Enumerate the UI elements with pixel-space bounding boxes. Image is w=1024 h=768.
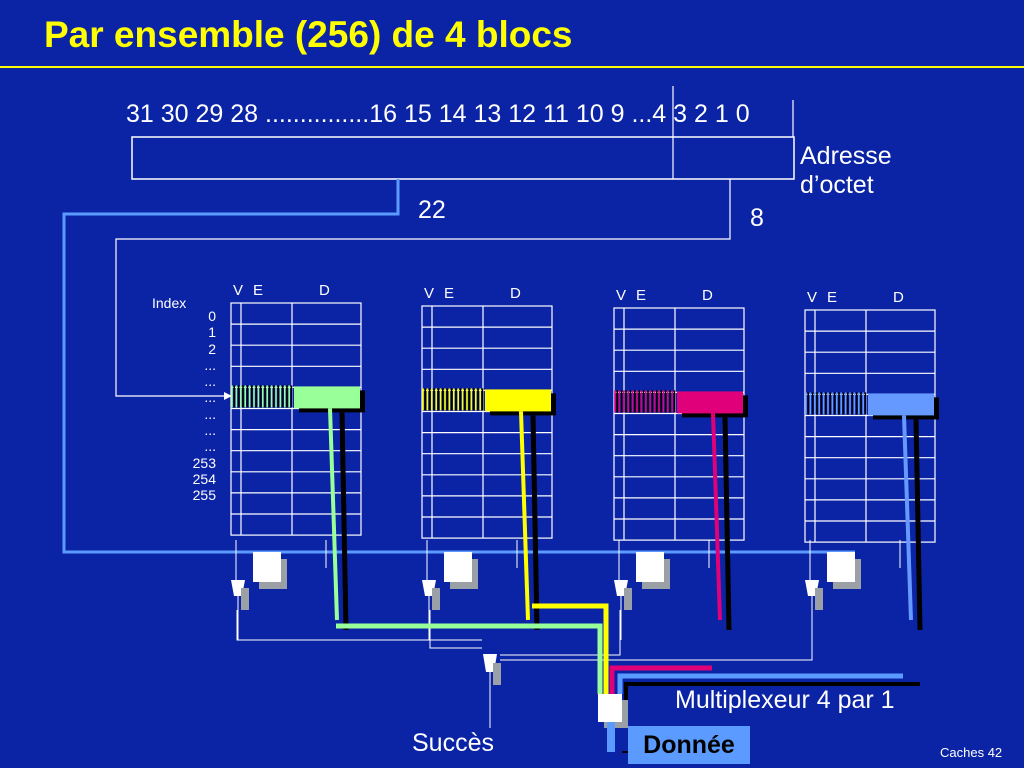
way-table <box>230 302 362 536</box>
way-table <box>613 307 745 541</box>
index-row-label: ... <box>204 389 216 406</box>
data-path-black <box>530 415 540 631</box>
multiplexer-label: Multiplexeur 4 par 1 <box>675 686 895 714</box>
title-underline <box>0 66 1024 68</box>
index-row-label: ... <box>204 373 216 390</box>
data-output-box: Donnée <box>628 726 750 764</box>
selected-data-block <box>677 391 743 414</box>
cache-way <box>230 302 365 640</box>
way-col-header-v: V <box>616 287 627 304</box>
way-table <box>421 305 553 539</box>
tag-line <box>62 179 855 554</box>
hit-label: Succès <box>412 729 494 757</box>
mux-input-yellow <box>532 603 609 694</box>
mux-input-magenta <box>609 665 712 694</box>
index-row-label: 255 <box>192 487 216 504</box>
way-col-header-v: V <box>233 282 244 299</box>
address-register <box>131 136 795 180</box>
hit-gate-shadow <box>432 588 440 610</box>
multiplexer <box>598 694 622 722</box>
cache-way <box>804 309 939 640</box>
comparator <box>827 552 855 582</box>
mux-select-line <box>624 682 920 700</box>
way-table <box>804 309 936 543</box>
cache-way <box>613 307 748 640</box>
index-arrow <box>224 392 232 400</box>
selected-data-block <box>485 389 551 412</box>
mux-input-green <box>336 623 603 694</box>
mux-input-blue <box>617 673 903 694</box>
index-line <box>115 179 731 397</box>
hit-or-line <box>429 610 482 649</box>
index-row-label: ... <box>204 405 216 422</box>
selected-tag-hatch <box>614 390 676 413</box>
index-row-label: ... <box>204 422 216 439</box>
hit-or-line <box>236 610 482 641</box>
hit-gate-shadow <box>241 588 249 610</box>
index-row-label: 2 <box>208 340 216 357</box>
way-col-header-e: E <box>827 289 838 306</box>
tag-width-label: 22 <box>418 196 446 224</box>
way-col-header-e: E <box>636 287 647 304</box>
data-path-black <box>722 417 732 631</box>
slide-footer: Caches 42 <box>940 745 1003 760</box>
selected-tag-hatch <box>231 385 293 408</box>
way-col-header-d: D <box>319 282 330 299</box>
cache-way <box>421 305 556 640</box>
data-path-color <box>711 413 722 621</box>
hit-gate-shadow <box>624 588 632 610</box>
address-bit-labels: 31 30 29 28 ...............16 15 14 13 1… <box>126 100 750 128</box>
way-col-header-v: V <box>424 285 435 302</box>
data-path-color <box>519 411 530 621</box>
index-row-label: ... <box>204 356 216 373</box>
selected-tag-hatch <box>422 388 484 411</box>
byte-address-label: Adresse d’octet <box>800 142 892 199</box>
index-header: Index <box>152 295 187 311</box>
way-col-header-e: E <box>444 285 455 302</box>
way-col-header-d: D <box>702 287 713 304</box>
index-row-label: 254 <box>192 470 216 487</box>
selected-tag-hatch <box>805 392 867 415</box>
hit-or-gate-shadow <box>493 663 501 685</box>
way-col-header-v: V <box>807 289 818 306</box>
index-row-label: 0 <box>208 308 216 324</box>
index-width-label: 8 <box>750 204 764 232</box>
comparator <box>444 552 472 582</box>
slide-title: Par ensemble (256) de 4 blocs <box>44 14 573 55</box>
data-path-black <box>339 412 349 631</box>
hit-gate-shadow <box>815 588 823 610</box>
way-col-header-d: D <box>893 289 904 306</box>
hit-or-line <box>500 610 621 656</box>
index-row-label: 253 <box>192 454 216 471</box>
hit-or-line <box>500 610 813 661</box>
mux-output-line <box>607 722 615 752</box>
data-path-color <box>328 408 339 621</box>
selected-data-block <box>294 386 360 409</box>
selected-data-block <box>868 393 934 416</box>
comparator <box>253 552 281 582</box>
way-col-header-d: D <box>510 285 521 302</box>
comparator <box>636 552 664 582</box>
data-path-black <box>913 419 923 631</box>
data-path-color <box>902 415 913 621</box>
index-row-label: ... <box>204 438 216 455</box>
index-row-label: 1 <box>208 324 216 341</box>
way-col-header-e: E <box>253 282 264 299</box>
